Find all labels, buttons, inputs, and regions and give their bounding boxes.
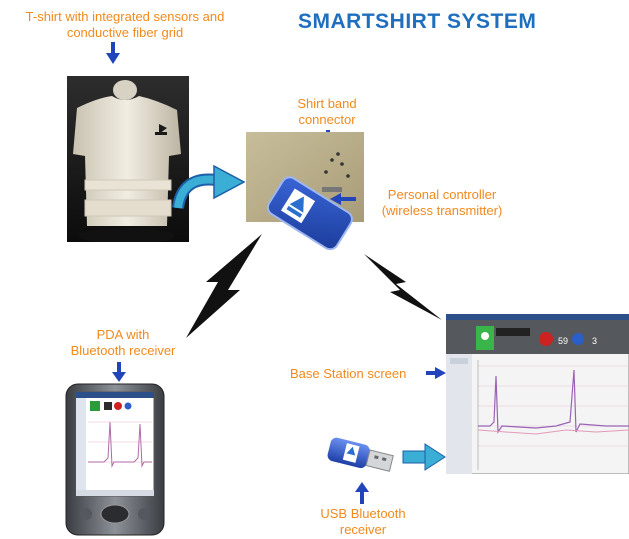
controller-label-line1: Personal controller	[387, 187, 497, 202]
shirt-band-label: Shirt band connector	[283, 96, 371, 128]
shirt-band-label-line2: connector	[298, 112, 356, 127]
controller-photo	[246, 132, 364, 250]
usb-label-line1: USB Bluetooth	[320, 506, 406, 521]
curved-arrow-icon	[172, 164, 246, 210]
tshirt-photo	[67, 76, 189, 242]
pda-label-line2: Bluetooth receiver	[70, 343, 176, 358]
controller-label-line2: (wireless transmitter)	[381, 203, 503, 218]
pda-image	[65, 383, 165, 536]
tshirt-label-line2: conductive fiber grid	[66, 25, 184, 40]
right-arrow-icon	[402, 443, 446, 471]
controller-label: Personal controller (wireless transmitte…	[362, 187, 522, 219]
base-station-screen: 59 3	[446, 314, 629, 474]
tshirt-image	[67, 76, 189, 242]
pda-label-line1: PDA with	[96, 327, 150, 342]
shirt-band-label-line1: Shirt band	[297, 96, 357, 111]
down-arrow-icon	[106, 42, 120, 64]
down-arrow-icon	[112, 362, 126, 382]
base-station-secondary-value: 3	[592, 336, 597, 346]
tshirt-label-line1: T-shirt with integrated sensors and	[25, 9, 225, 24]
diagram-title: SMARTSHIRT SYSTEM	[298, 10, 537, 33]
usb-dongle-image	[327, 437, 394, 472]
base-station-image: 59 3	[446, 314, 629, 474]
left-arrow-icon	[330, 193, 356, 205]
controller-image	[246, 132, 364, 250]
tshirt-label: T-shirt with integrated sensors and cond…	[6, 9, 244, 41]
usb-dongle	[326, 436, 396, 478]
pda-label: PDA with Bluetooth receiver	[58, 327, 188, 359]
usb-label: USB Bluetooth receiver	[306, 506, 420, 538]
base-station-label: Base Station screen	[290, 366, 407, 381]
pda-device	[64, 382, 166, 537]
right-arrow-icon	[426, 367, 446, 379]
up-arrow-icon	[355, 482, 369, 504]
wireless-link-icon	[186, 234, 262, 338]
wireless-link-icon	[364, 254, 442, 320]
heart-rate-value: 59	[558, 336, 568, 346]
usb-label-line2: receiver	[339, 522, 387, 537]
